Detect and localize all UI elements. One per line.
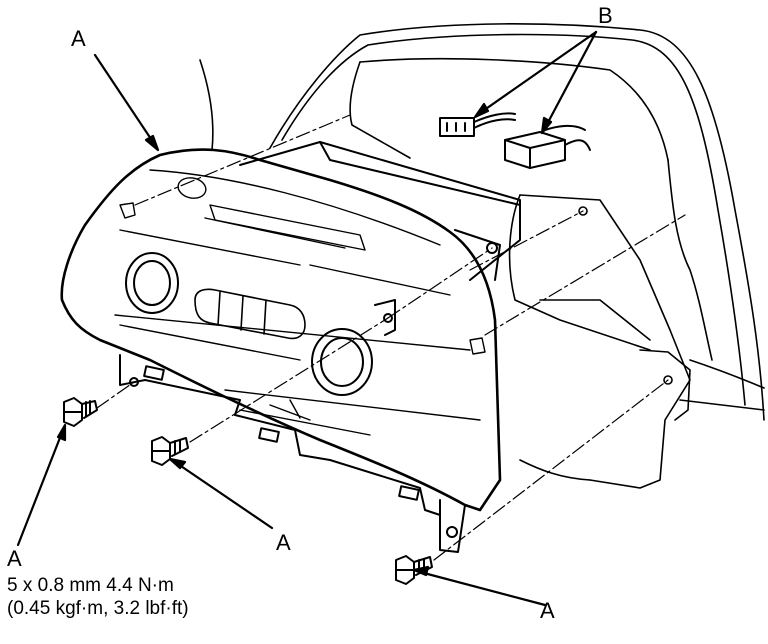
callout-b-top: B xyxy=(598,3,613,28)
knob-left xyxy=(125,252,179,314)
callout-a-bottom-left: A xyxy=(7,546,22,571)
bolt-spec-size: 5 x 0.8 mm 4.4 N·m xyxy=(7,575,174,596)
connector-b-large xyxy=(504,124,591,169)
leader-arrows xyxy=(16,30,598,607)
face-details xyxy=(114,169,486,436)
callout-a-bottom-right: A xyxy=(540,598,555,623)
radio-face-panel xyxy=(60,148,502,512)
radio-chassis xyxy=(239,141,521,281)
bolt-spec-torque: (0.45 kgf·m, 3.2 lbf·ft) xyxy=(7,598,189,619)
bolt-right xyxy=(395,555,433,585)
callout-a-top: A xyxy=(71,26,86,51)
knob-right xyxy=(311,328,373,396)
bottom-tabs xyxy=(119,299,466,553)
mounting-bracket xyxy=(508,194,691,489)
button-bank xyxy=(194,288,306,340)
bolt-left xyxy=(63,397,98,427)
dashboard-outline xyxy=(199,23,765,421)
connector-b-small xyxy=(439,112,516,137)
callout-a-middle: A xyxy=(276,530,291,555)
alignment-lines xyxy=(96,114,686,561)
